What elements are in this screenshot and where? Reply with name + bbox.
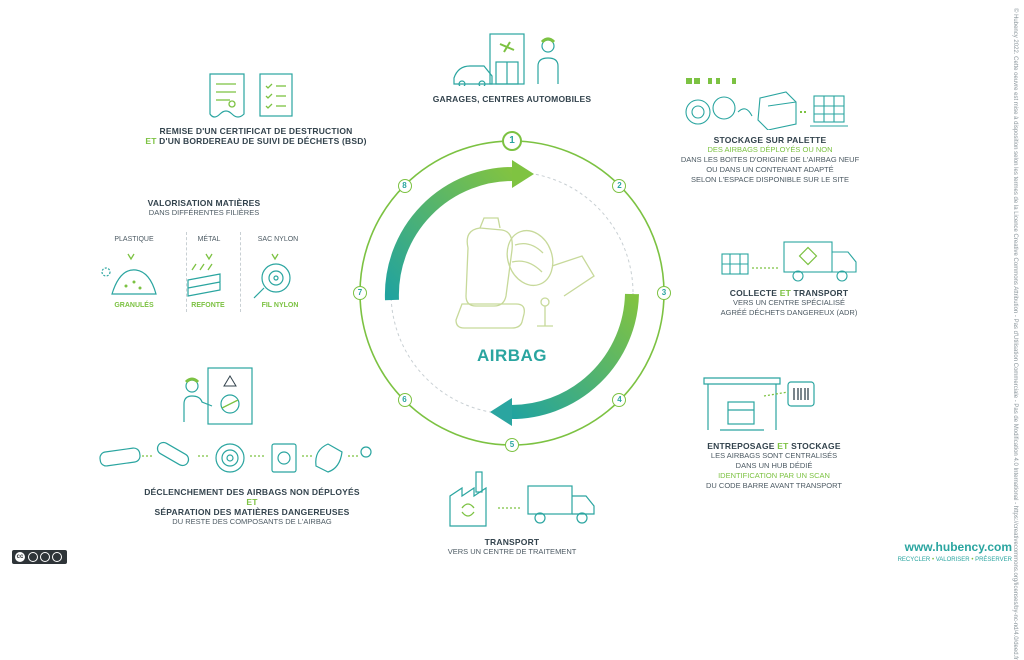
- result-granules: GRANULÉS: [114, 302, 154, 309]
- step4-line: LES AIRBAGS SONT CENTRALISÉS: [710, 451, 838, 460]
- valorisation-divider: [186, 232, 188, 312]
- step2-line: DANS LES BOITES D'ORIGINE DE L'AIRBAG NE…: [680, 155, 860, 164]
- step7-title: VALORISATION MATIÈRES: [147, 198, 261, 208]
- top-arrowhead: [512, 160, 534, 188]
- step-number: 7: [357, 288, 363, 297]
- cycle-diagram: [359, 140, 665, 446]
- step7-header: VALORISATION MATIÈRES DANS DIFFÉRENTES F…: [124, 198, 284, 218]
- material-plastic-label: PLASTIQUE: [114, 236, 154, 243]
- step4-title-a: ENTREPOSAGE: [707, 441, 778, 451]
- tag-preserver: PRÉSERVER: [975, 557, 1012, 563]
- step6-title1: DÉCLENCHEMENT DES AIRBAGS NON DÉPLOYÉS: [144, 487, 360, 497]
- license-text-content: © Hubency 2022. Cette oeuvre est mise à …: [1012, 8, 1018, 660]
- step-marker-1: 1: [502, 131, 522, 151]
- step6-text: DÉCLENCHEMENT DES AIRBAGS NON DÉPLOYÉS E…: [134, 487, 370, 527]
- result-fil-nylon: FIL NYLON: [261, 302, 299, 309]
- step8-text: REMISE D'UN CERTIFICAT DE DESTRUCTION ET…: [116, 126, 396, 146]
- seat-airbag-illustration: [455, 217, 595, 329]
- step-number: 8: [402, 180, 407, 190]
- step3-title-a: COLLECTE: [729, 288, 780, 298]
- step6-line: DU RESTE DES COMPOSANTS DE L'AIRBAG: [172, 517, 332, 526]
- step6-title2: SÉPARATION DES MATIÈRES DANGEREUSES: [154, 507, 350, 517]
- step-marker-7: 7: [353, 286, 367, 300]
- step5-text: TRANSPORT VERS UN CENTRE DE TRAITEMENT: [412, 537, 612, 557]
- step-number: 1: [509, 135, 515, 146]
- step3-title-et: ET: [779, 288, 791, 298]
- step3-text: COLLECTE ET TRANSPORT VERS UN CENTRE SPÉ…: [664, 288, 914, 318]
- step-number: 6: [402, 395, 407, 405]
- step8-line1: REMISE D'UN CERTIFICAT DE DESTRUCTION: [159, 126, 353, 136]
- cc-logo: cc: [15, 552, 25, 562]
- garage-icon: [453, 33, 559, 86]
- step3-line: AGRÉÉ DÉCHETS DANGEREUX (ADR): [720, 308, 858, 317]
- step2-text: STOCKAGE SUR PALETTE DES AIRBAGS DÉPLOYÉ…: [640, 135, 900, 185]
- treatment-transport-icon: [449, 471, 595, 527]
- step5-line: VERS UN CENTRE DE TRAITEMENT: [447, 547, 577, 556]
- components-icons: [99, 441, 372, 473]
- step-number: 2: [617, 180, 622, 190]
- step2-highlight: DES AIRBAGS DÉPLOYÉS OU NON: [707, 145, 833, 154]
- center-label: AIRBAG: [476, 346, 548, 365]
- cc-nc-icon: [40, 552, 50, 562]
- cc-license-badge[interactable]: cc: [12, 550, 67, 564]
- step3-line: VERS UN CENTRE SPÉCIALISÉ: [732, 298, 846, 307]
- triggering-icon: [183, 367, 253, 425]
- brand-url[interactable]: www.hubency.com: [904, 540, 1012, 554]
- palette-storage-icon: [685, 78, 848, 130]
- step8-et: ET: [145, 136, 157, 146]
- material-nylon-label: SAC NYLON: [257, 236, 299, 243]
- step-number: 4: [617, 395, 622, 405]
- top-arrow: [384, 166, 516, 301]
- step-marker-8: 8: [397, 178, 412, 193]
- step7-line: DANS DIFFÉRENTES FILIÈRES: [148, 208, 260, 217]
- step2-title: STOCKAGE SUR PALETTE: [713, 135, 827, 145]
- bottom-arrow: [507, 293, 639, 420]
- step6-et: ET: [246, 497, 258, 507]
- license-text: © Hubency 2022. Cette oeuvre est mise à …: [1008, 8, 1020, 660]
- step4-line-last: DU CODE BARRE AVANT TRANSPORT: [706, 481, 842, 490]
- step4-highlight: IDENTIFICATION PAR UN SCAN: [718, 471, 830, 480]
- cc-nd-icon: [52, 552, 62, 562]
- step5-title: TRANSPORT: [484, 537, 540, 547]
- tag-valoriser: VALORISER: [935, 557, 970, 563]
- step8-line2: D'UN BORDEREAU DE SUIVI DE DÉCHETS (BSD): [156, 136, 367, 146]
- brand-tagline: RECYCLER • VALORISER • PRÉSERVER: [860, 557, 1012, 563]
- step4-title-et: ET: [777, 441, 789, 451]
- tag-sep: •: [931, 557, 935, 563]
- step3-title-b: TRANSPORT: [790, 288, 849, 298]
- valorisation-divider: [240, 232, 242, 312]
- step4-title-b: STOCKAGE: [788, 441, 841, 451]
- material-metal-label: MÉTAL: [197, 236, 221, 243]
- warehouse-scan-icon: [703, 377, 815, 431]
- step1-title: GARAGES, CENTRES AUTOMOBILES: [432, 94, 592, 104]
- tag-sep: •: [971, 557, 974, 563]
- cc-by-icon: [28, 552, 38, 562]
- step-marker-2: 2: [612, 178, 627, 193]
- step2-line: OU DANS UN CONTENANT ADAPTÉ: [706, 165, 834, 174]
- step-number: 3: [661, 288, 667, 297]
- collection-truck-icon: [721, 241, 857, 282]
- step-markers: 1 2 3 4 5 6 7 8: [353, 131, 671, 452]
- step2-line: SELON L'ESPACE DISPONIBLE SUR LE SITE: [690, 175, 849, 184]
- result-refonte: REFONTE: [191, 302, 225, 309]
- step-marker-4: 4: [612, 393, 627, 408]
- certificate-icon: [209, 73, 293, 118]
- step-number: 5: [509, 440, 515, 449]
- tag-recycler: RECYCLER: [897, 557, 931, 563]
- step-marker-6: 6: [397, 393, 412, 408]
- step4-text: ENTREPOSAGE ET STOCKAGE LES AIRBAGS SONT…: [644, 441, 904, 491]
- step4-line: DANS UN HUB DÉDIÉ: [735, 461, 813, 470]
- step-marker-3: 3: [657, 286, 671, 300]
- material-icons: [101, 253, 291, 299]
- step-marker-5: 5: [505, 438, 519, 452]
- bottom-arrowhead: [490, 398, 512, 426]
